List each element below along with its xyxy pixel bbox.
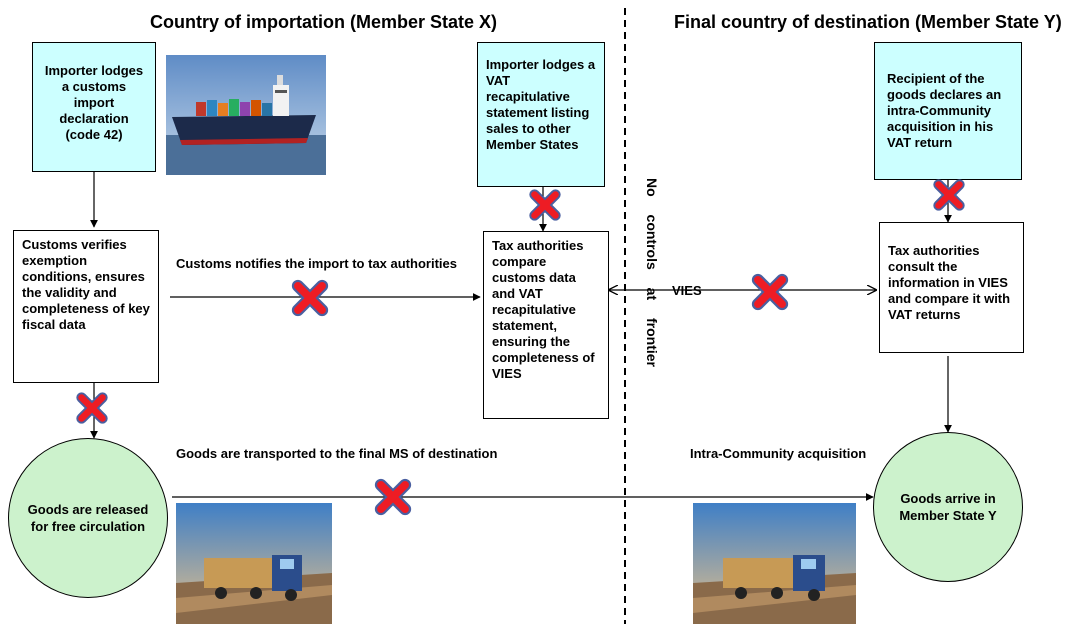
heading-country-of-importation: Country of importation (Member State X) xyxy=(150,12,498,32)
cargo-ship-image xyxy=(166,55,326,175)
truck-image-left xyxy=(176,503,332,624)
truck-image-right xyxy=(693,503,856,624)
heading-final-destination: Final country of destination (Member Sta… xyxy=(674,12,1062,32)
goods-transported-label: Goods are transported to the final MS of… xyxy=(176,446,498,461)
tax-authorities-compare-box: Tax authorities compare customs data and… xyxy=(483,231,609,419)
cross-icon-customs-notifies xyxy=(298,286,322,310)
importer-declaration-box: Importer lodges a customs import declara… xyxy=(32,42,156,172)
goods-released-circle: Goods are released for free circulation xyxy=(8,438,168,598)
cross-icon-recipient xyxy=(939,185,960,206)
cross-icon-vat-statement xyxy=(535,195,556,216)
customs-notifies-label: Customs notifies the import to tax autho… xyxy=(176,256,457,271)
vies-label: VIES xyxy=(672,283,702,298)
goods-arrive-circle: Goods arrive in Member State Y xyxy=(873,432,1023,582)
cross-icon-goods-transport xyxy=(381,485,405,509)
intra-community-acquisition-label: Intra-Community acquisition xyxy=(690,446,867,461)
customs-verifies-box: Customs verifies exemption conditions, e… xyxy=(13,230,159,383)
recipient-declares-box: Recipient of the goods declares an intra… xyxy=(874,42,1022,180)
cross-icon-customs-release xyxy=(82,398,103,419)
tax-authorities-consult-box: Tax authorities consult the information … xyxy=(879,222,1024,353)
importer-vat-statement-box: Importer lodges a VAT recapitulative sta… xyxy=(477,42,605,187)
cross-icon-vies xyxy=(758,280,782,304)
